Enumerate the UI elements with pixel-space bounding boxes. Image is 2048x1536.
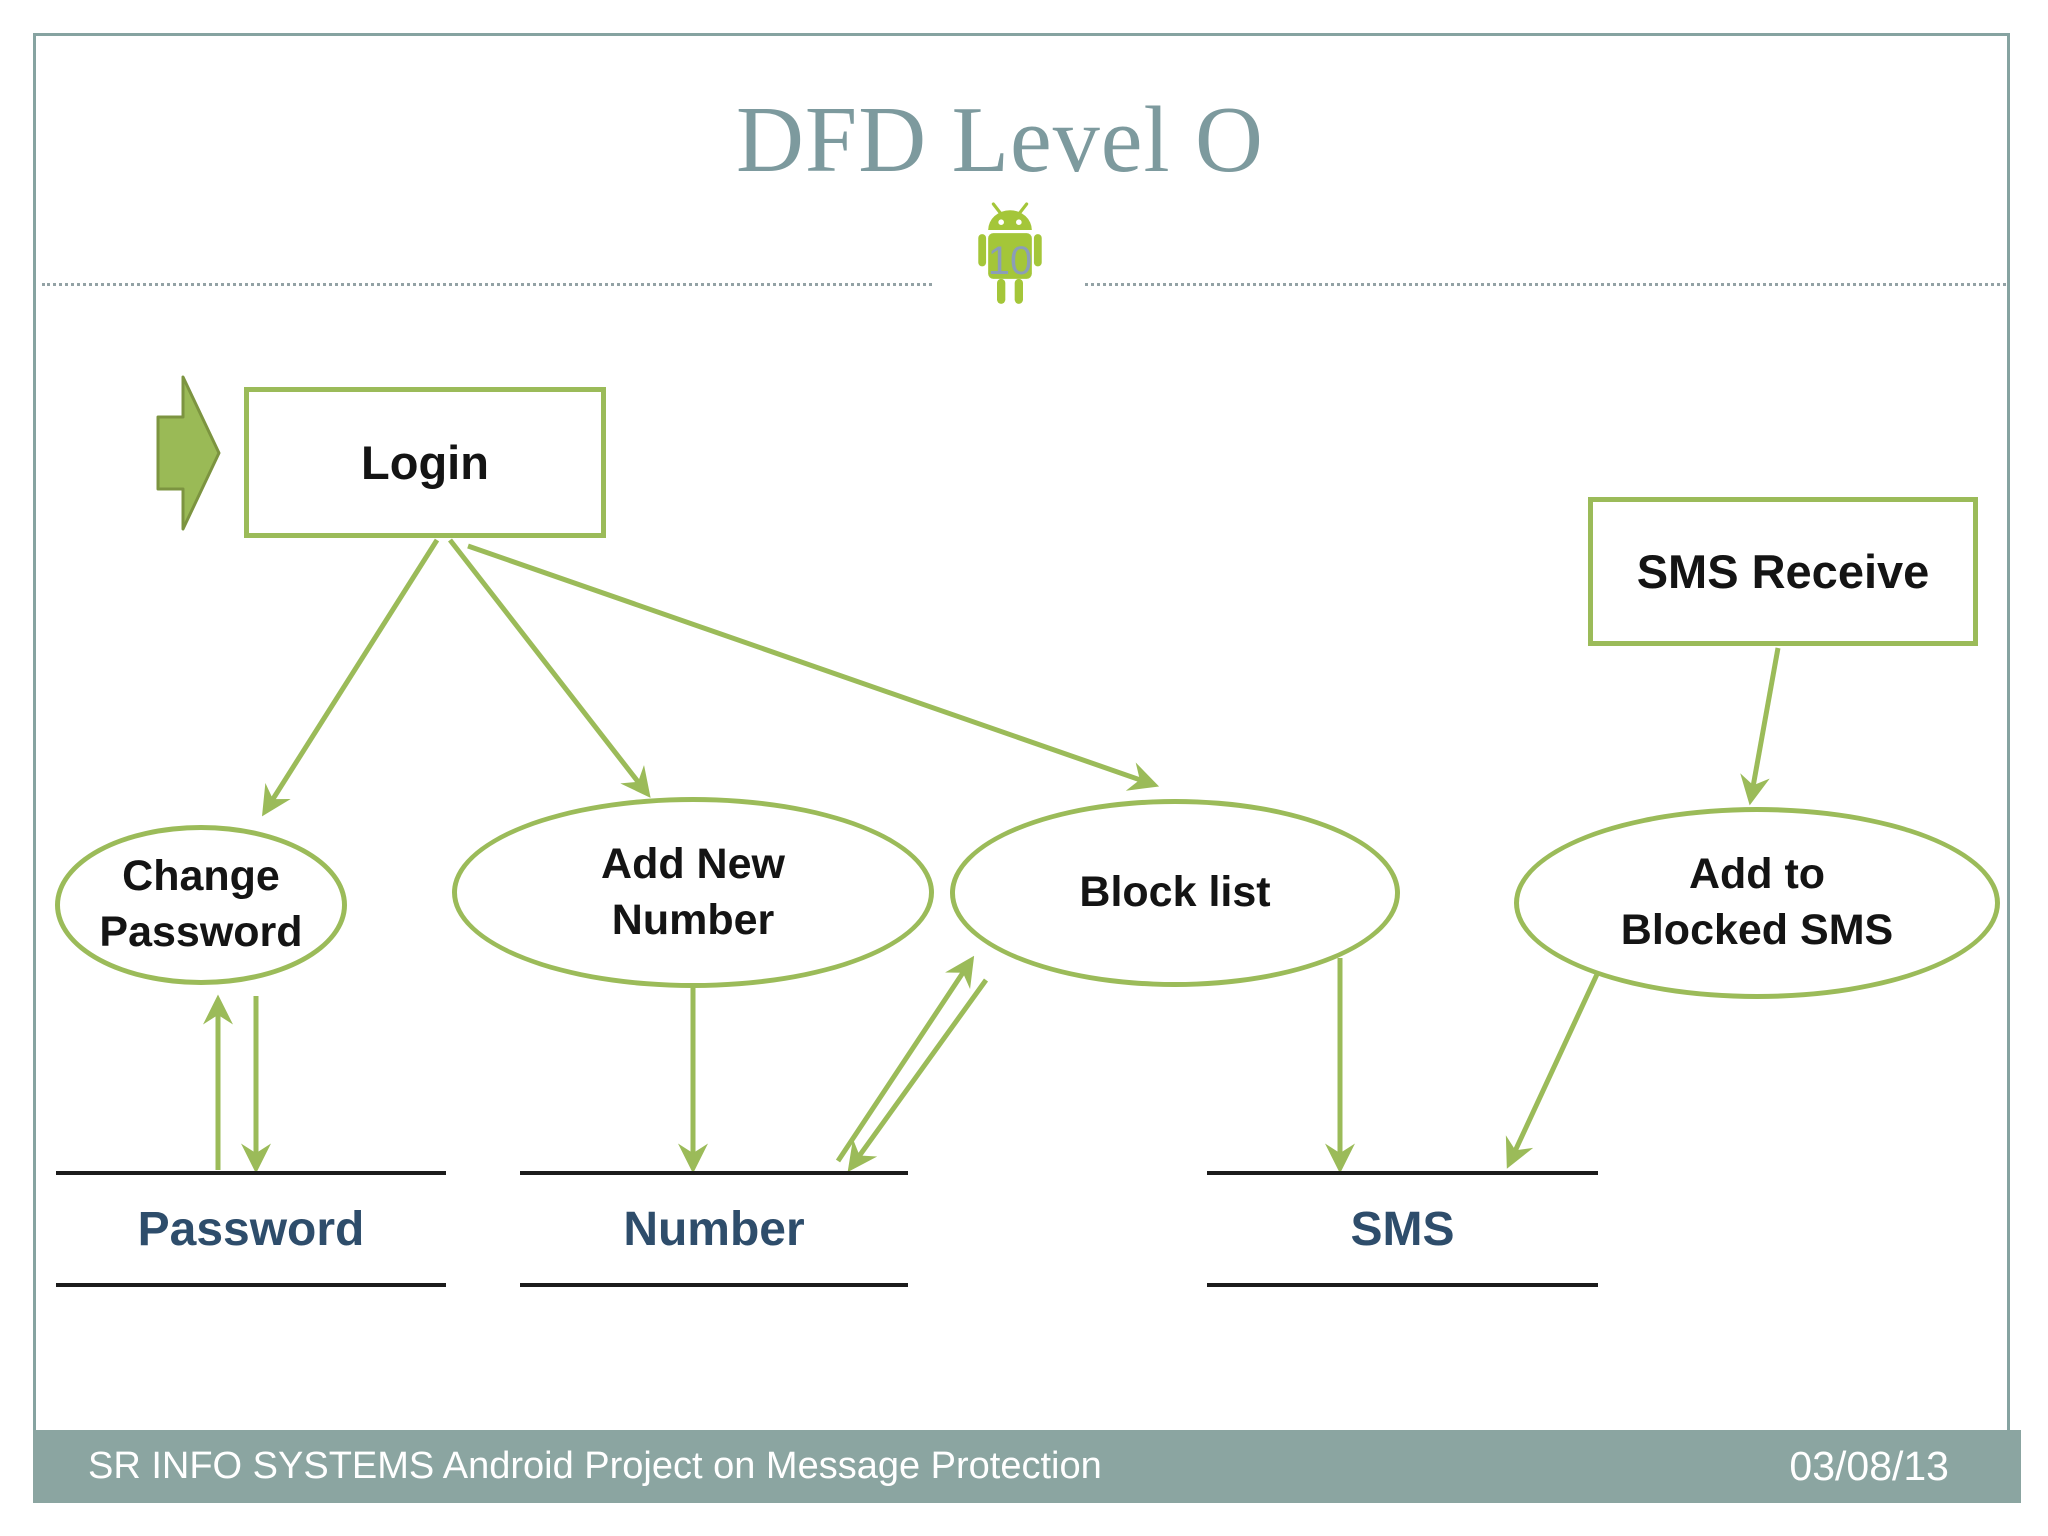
process-add-new-number-label-line1: Add New — [601, 839, 785, 888]
page-title: DFD Level O — [736, 88, 1264, 192]
slide-page-number: 10 — [987, 239, 1033, 283]
footer-project-title: SR INFO SYSTEMS Android Project on Messa… — [88, 1445, 1102, 1487]
process-block-list-label: Block list — [1079, 868, 1271, 917]
entity-sms-receive: SMS Receive — [1588, 497, 1978, 646]
process-block-list: Block list — [950, 799, 1400, 987]
entry-block-arrow-icon — [156, 375, 221, 531]
android-robot-icon: 10 — [935, 181, 1085, 331]
android-robot-icon-graphic — [978, 202, 1042, 304]
entity-sms-receive-label: SMS Receive — [1636, 545, 1930, 598]
process-add-new-number: Add New Number — [452, 797, 934, 988]
data-store-sms: SMS — [1207, 1171, 1598, 1287]
process-add-new-number-label-line2: Number — [611, 895, 775, 944]
footer-bar: SR INFO SYSTEMS Android Project on Messa… — [33, 1430, 2021, 1503]
process-change-password-label-line1: Change — [122, 852, 280, 901]
data-store-number: Number — [520, 1171, 908, 1287]
data-store-password: Password — [56, 1171, 446, 1287]
process-change-password-label-line2: Password — [99, 908, 303, 956]
data-store-sms-label: SMS — [1350, 1202, 1455, 1256]
process-add-to-blocked-sms-label-line2: Blocked SMS — [1620, 906, 1894, 954]
entity-login: Login — [244, 387, 606, 538]
footer-date: 03/08/13 — [1789, 1443, 1949, 1489]
entity-login-label: Login — [361, 436, 489, 489]
process-add-to-blocked-sms: Add to Blocked SMS — [1514, 807, 2000, 999]
data-store-password-label: Password — [137, 1202, 365, 1256]
process-change-password: Change Password — [55, 825, 347, 985]
data-store-number-label: Number — [623, 1202, 805, 1256]
process-add-to-blocked-sms-label-line1: Add to — [1688, 850, 1826, 899]
